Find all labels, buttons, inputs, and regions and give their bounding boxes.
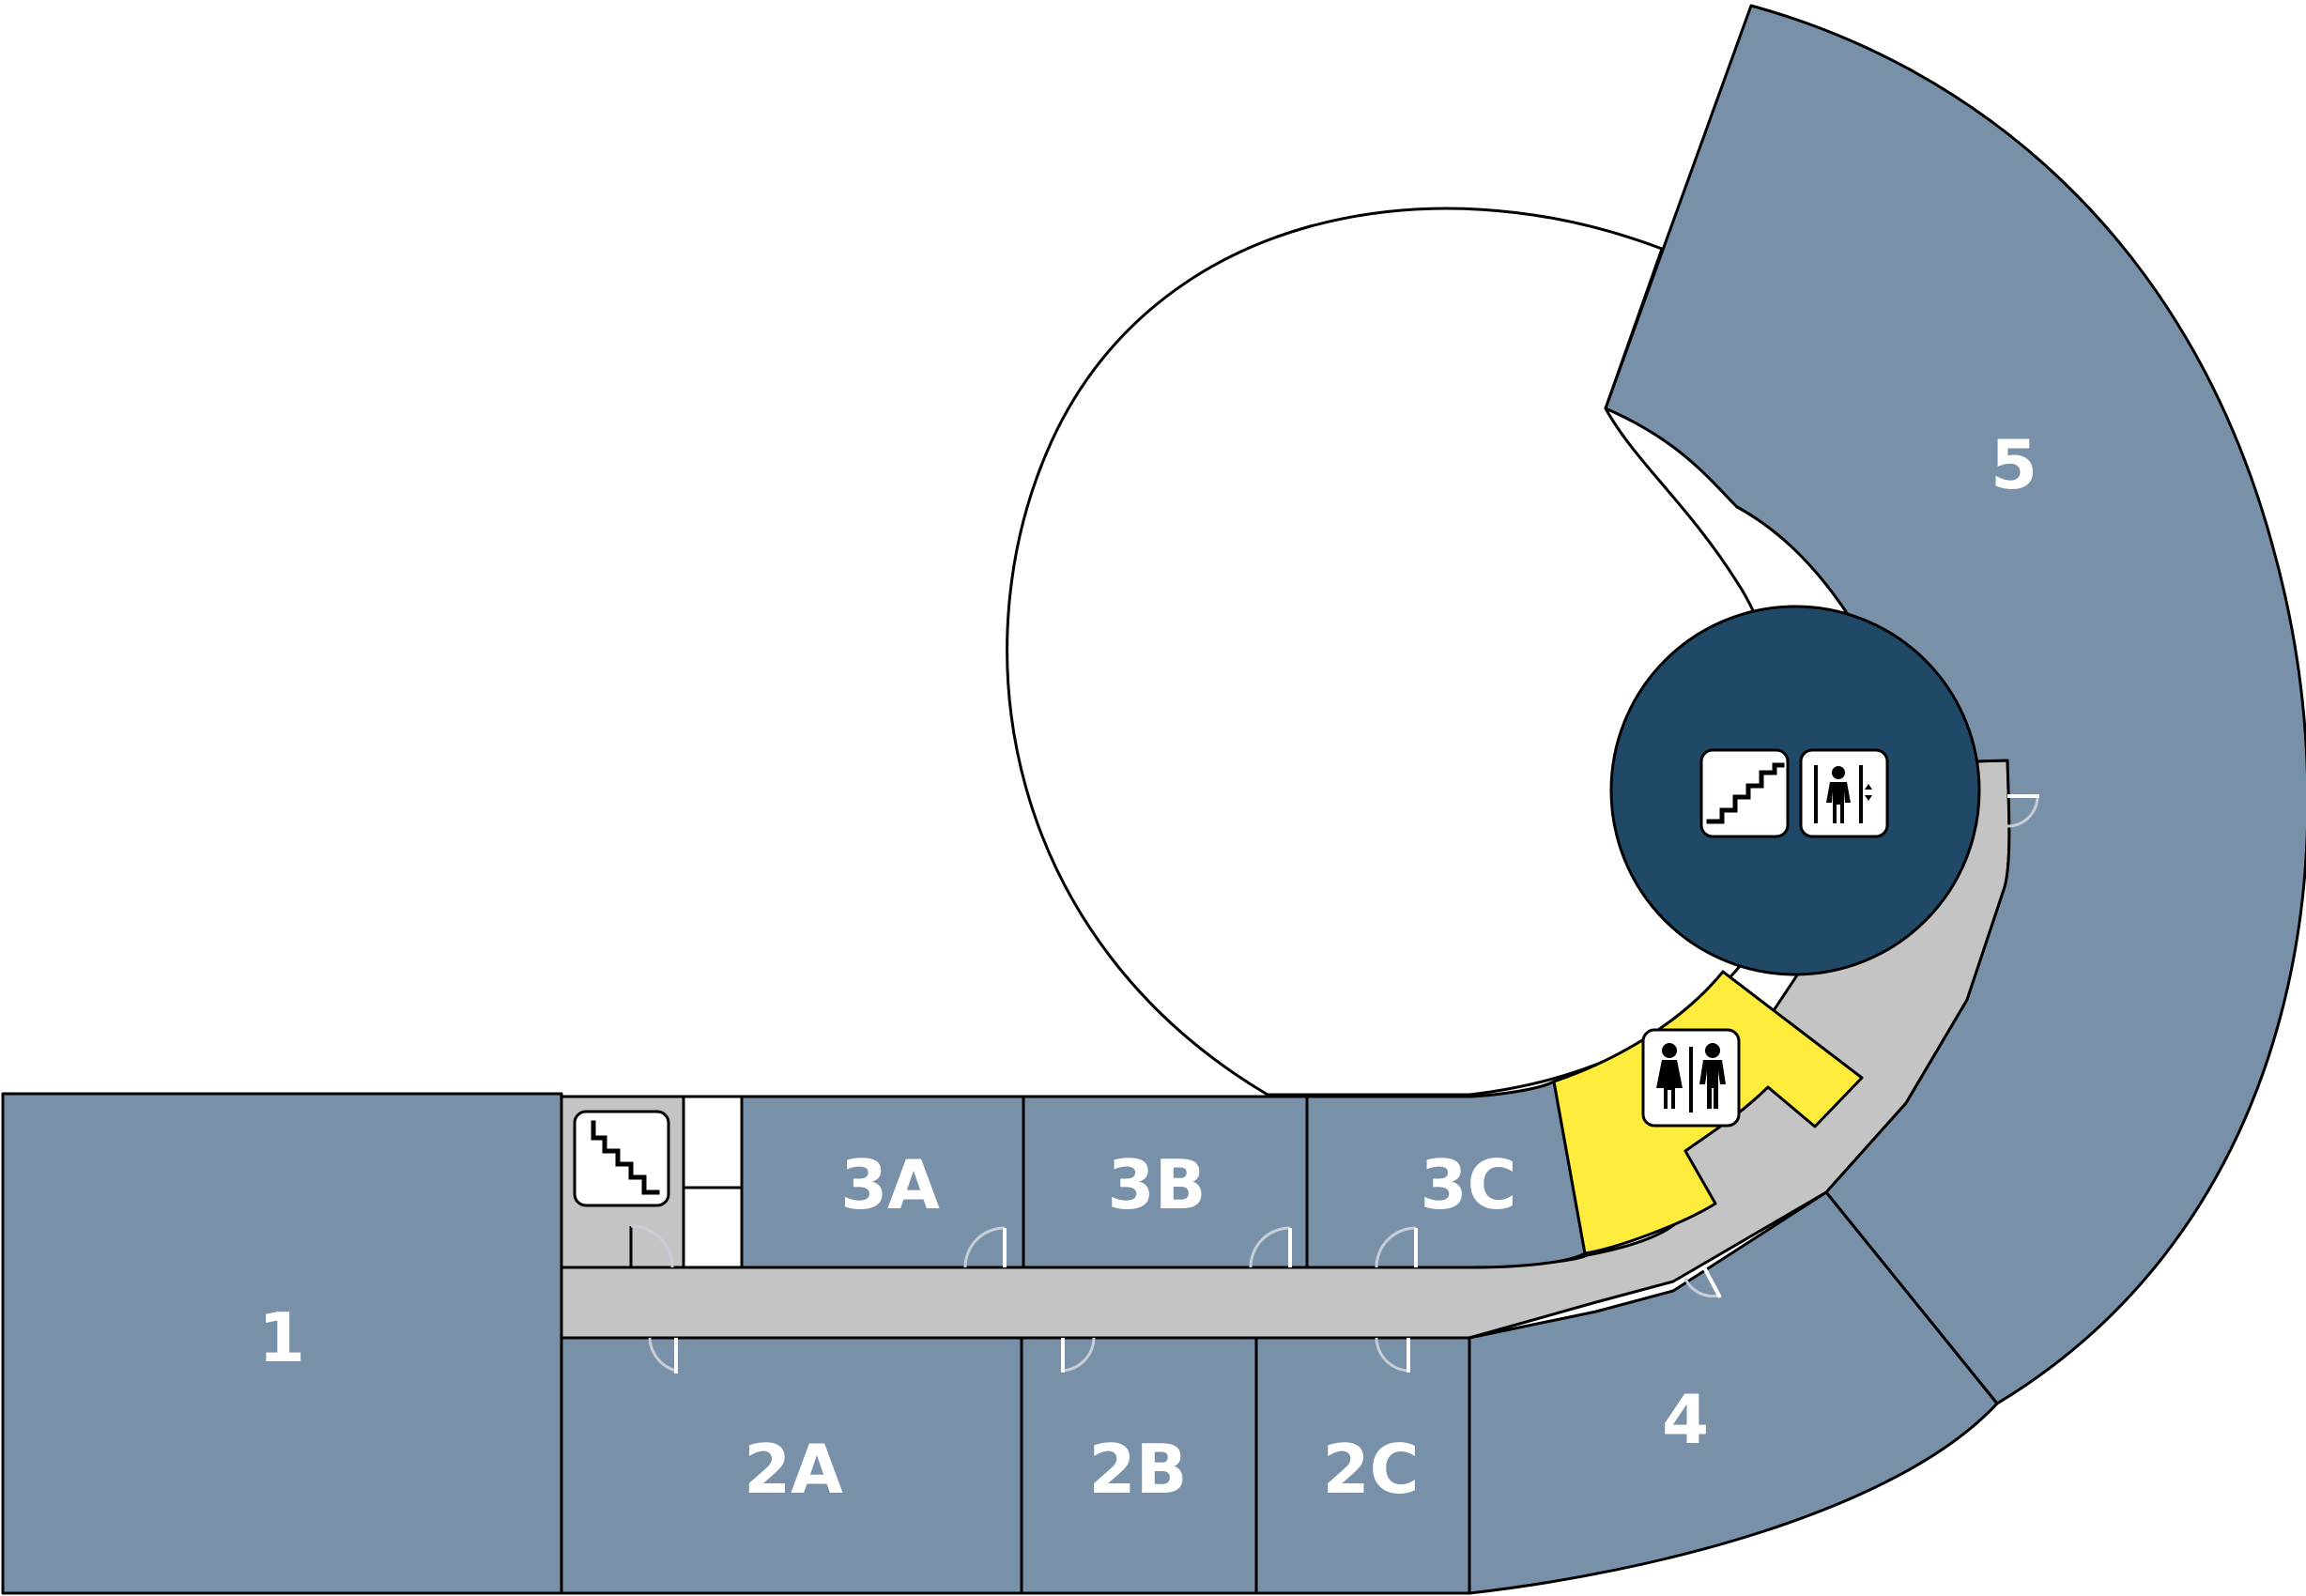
courtyard [1006, 207, 1796, 1097]
room-4[interactable] [1468, 1190, 1999, 1595]
room-2c-label: 2C [1323, 1430, 1420, 1509]
room-3b[interactable] [1022, 1095, 1309, 1269]
room-2a[interactable] [560, 1336, 1023, 1595]
room-1-label: 1 [258, 1298, 305, 1377]
stairs-icon [591, 1120, 660, 1195]
stairs-west[interactable] [573, 1110, 670, 1207]
room-1[interactable] [1, 1092, 563, 1595]
room-2b-label: 2B [1089, 1430, 1188, 1509]
stairs-icon [1706, 762, 1785, 824]
vertical-core[interactable] [1609, 605, 1981, 976]
room-5-label: 5 [1991, 425, 2037, 504]
room-2c[interactable] [1254, 1336, 1472, 1595]
core-stairs[interactable] [1699, 748, 1790, 838]
shaft [682, 1095, 744, 1189]
room-3a-label: 3A [840, 1145, 940, 1224]
room-2a-label: 2A [744, 1430, 843, 1509]
room-4-label: 4 [1662, 1380, 1709, 1459]
room-3b-label: 3B [1108, 1145, 1207, 1224]
restroom-sign [1641, 1028, 1741, 1128]
room-3c-label: 3C [1421, 1145, 1517, 1224]
restroom-icon [1656, 1043, 1726, 1113]
elevator-icon [1814, 765, 1872, 823]
core-elevator[interactable] [1799, 748, 1889, 838]
